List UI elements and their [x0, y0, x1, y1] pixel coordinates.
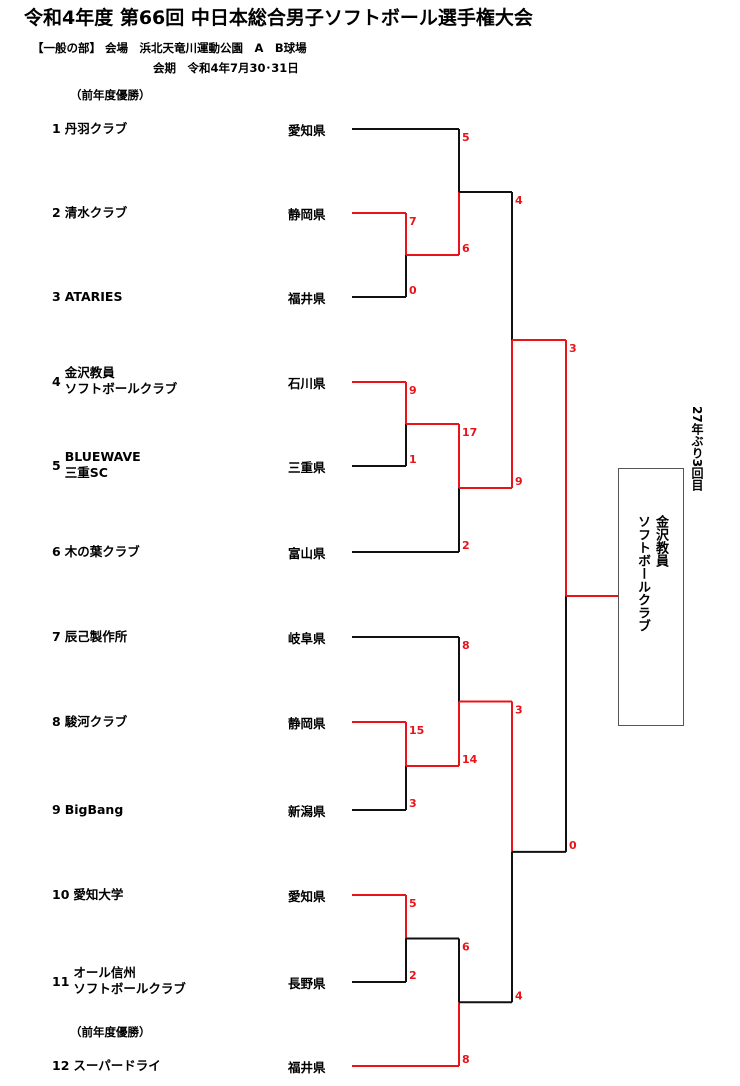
score-sf1-top: 4 [515, 194, 523, 207]
team-row: 8 駿河クラブ [52, 713, 127, 730]
team-seed: 11 [52, 973, 70, 989]
team-row: 4金沢教員ソフトボールクラブ [52, 365, 177, 397]
team-name: スーパードライ [73, 1058, 160, 1074]
team-name-line: 駿河クラブ [64, 713, 128, 729]
score-qf1-top: 5 [462, 131, 470, 144]
team-prefecture: 福井県 [288, 291, 326, 306]
team-name-line: 辰己製作所 [64, 628, 128, 644]
team-name-line: スーパードライ [73, 1057, 161, 1073]
page-title: 令和4年度 第66回 中日本総合男子ソフトボール選手権大会 [24, 7, 533, 29]
team-row: 2 清水クラブ [52, 204, 127, 221]
score-qf2-top: 17 [462, 426, 477, 439]
team-name-line: 三重SC [64, 465, 108, 480]
champion-box: 金沢教員 ソフトボールクラブ [618, 468, 684, 726]
team-seed: 9 [52, 802, 61, 817]
champion-name-line-2: ソフトボールクラブ [635, 515, 650, 632]
team-prefecture: 愛知県 [288, 123, 326, 138]
score-r1c-top: 15 [409, 724, 424, 737]
team-name: 金沢教員ソフトボールクラブ [65, 365, 178, 397]
team-name-line: 木の葉クラブ [64, 543, 140, 559]
team-prefecture: 静岡県 [288, 207, 326, 222]
team-prefecture: 愛知県 [288, 889, 326, 904]
score-sf2-bottom: 4 [515, 989, 523, 1002]
score-final-top: 3 [569, 342, 577, 355]
score-sf1-bottom: 9 [515, 475, 523, 488]
score-r1b-bottom: 1 [409, 453, 417, 466]
team-name-line: BLUEWAVE [64, 449, 141, 464]
previous-winner-note: （前年度優勝） [70, 1025, 151, 1039]
team-name: 辰己製作所 [65, 629, 128, 645]
team-row: 3 ATARIES [52, 288, 122, 305]
score-qf2-bottom: 2 [462, 539, 470, 552]
team-name: オール信州ソフトボールクラブ [73, 965, 186, 997]
score-qf3-bottom: 14 [462, 753, 478, 766]
team-seed: 12 [52, 1058, 70, 1073]
team-name-line: 丹羽クラブ [64, 120, 128, 136]
team-seed: 4 [52, 373, 61, 389]
score-r1a-top: 7 [409, 215, 417, 228]
score-r1d-top: 5 [409, 897, 417, 910]
team-seed: 2 [52, 205, 61, 220]
team-name-line: オール信州 [73, 965, 136, 980]
score-qf4-bottom: 8 [462, 1053, 470, 1066]
team-row: 6 木の葉クラブ [52, 543, 140, 560]
score-final-bottom: 0 [569, 839, 577, 852]
score-r1a-bottom: 0 [409, 284, 417, 297]
team-name: 清水クラブ [65, 205, 128, 221]
team-row: 11オール信州ソフトボールクラブ [52, 965, 186, 997]
team-seed: 5 [52, 457, 61, 473]
team-name: 駿河クラブ [65, 714, 128, 730]
team-row: 7 辰己製作所 [52, 628, 127, 645]
team-name-line: ATARIES [64, 288, 123, 304]
team-seed: 10 [52, 887, 70, 902]
team-prefecture: 石川県 [288, 376, 326, 391]
team-row: 1 丹羽クラブ [52, 120, 127, 137]
team-name-line: ソフトボールクラブ [64, 381, 178, 396]
team-name-line: ソフトボールクラブ [73, 981, 186, 996]
team-prefecture: 岐阜県 [288, 631, 326, 646]
score-r1c-bottom: 3 [409, 797, 417, 810]
team-name: BigBang [65, 802, 124, 818]
division-venue: 【一般の部】 会場 浜北天竜川運動公園 A B球場 [32, 41, 307, 55]
team-name-line: BigBang [64, 801, 124, 817]
score-qf1-bottom: 6 [462, 242, 470, 255]
team-prefecture: 静岡県 [288, 716, 326, 731]
score-sf2-top: 3 [515, 704, 523, 717]
team-seed: 6 [52, 544, 61, 559]
previous-winner-note: （前年度優勝） [70, 88, 151, 102]
team-prefecture: 長野県 [288, 976, 326, 991]
score-qf4-top: 6 [462, 941, 470, 954]
team-name: ATARIES [65, 289, 123, 305]
team-prefecture: 富山県 [288, 546, 326, 561]
score-qf3-top: 8 [462, 639, 470, 652]
championship-count-note: 27年ぶり3回目 [690, 406, 704, 492]
team-seed: 1 [52, 121, 61, 136]
team-seed: 8 [52, 714, 61, 729]
champion-name-line-1: 金沢教員 [653, 515, 668, 567]
team-name: 丹羽クラブ [65, 121, 128, 137]
team-name-line: 愛知大学 [73, 886, 124, 902]
score-r1b-top: 9 [409, 384, 417, 397]
team-prefecture: 新潟県 [288, 804, 326, 819]
team-name: 木の葉クラブ [65, 544, 140, 560]
score-r1d-bottom: 2 [409, 969, 417, 982]
team-row: 9 BigBang [52, 801, 123, 818]
team-prefecture: 三重県 [288, 460, 326, 475]
event-period: 会期 令和4年7月30･31日 [153, 61, 299, 75]
team-name-line: 金沢教員 [64, 365, 115, 380]
team-name: 愛知大学 [73, 887, 123, 903]
team-name-line: 清水クラブ [64, 204, 128, 220]
team-seed: 7 [52, 629, 61, 644]
team-prefecture: 福井県 [288, 1060, 326, 1075]
team-seed: 3 [52, 289, 61, 304]
